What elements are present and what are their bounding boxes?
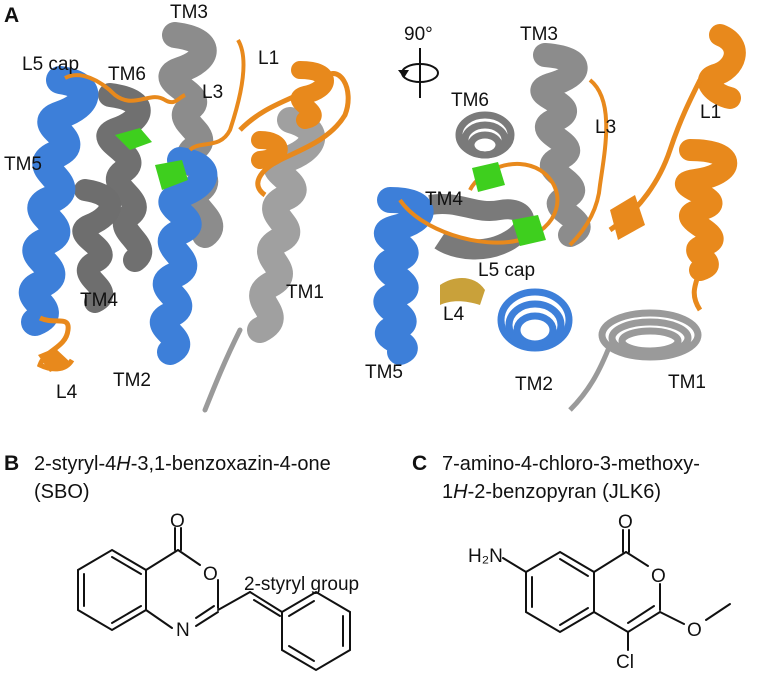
sbo-atom-n-ring: N — [176, 620, 190, 641]
label-tm3-left: TM3 — [170, 2, 208, 23]
label-tm2-right: TM2 — [515, 374, 553, 395]
helix-tm1-top — [598, 309, 702, 361]
label-tm4-right: TM4 — [425, 189, 463, 210]
rotation-angle: 90° — [404, 24, 433, 45]
jlk6-structure: H₂N O O O Cl — [468, 512, 731, 673]
label-l4-left: L4 — [56, 382, 78, 403]
loop-l5-cap — [64, 73, 186, 105]
loop-l4-sheet — [38, 348, 70, 372]
jlk6-atom-o-ring: O — [651, 566, 666, 587]
helix-tm6 — [96, 83, 152, 272]
label-tm6-left: TM6 — [108, 64, 146, 85]
helix-tm2 — [149, 147, 218, 365]
label-l5-cap-right: L5 cap — [478, 260, 535, 281]
jlk6-name-line2: 1H-2-benzopyran (JLK6) — [442, 481, 661, 503]
tm1-top-tail — [568, 344, 613, 412]
ligand-residue-1 — [115, 128, 152, 150]
label-tm4-left: TM4 — [80, 290, 118, 311]
loop-l1-sheet — [610, 195, 645, 240]
label-tm5-left: TM5 — [4, 154, 42, 175]
ligand-residue-top-1 — [472, 162, 505, 192]
right-view-labels: 90° TM3 TM6 L1 L3 TM4 L5 cap L4 TM5 TM2 … — [365, 24, 721, 395]
loop-l4-top — [440, 278, 485, 305]
loop-l1-helix — [251, 61, 334, 169]
label-l3-left: L3 — [202, 82, 223, 103]
jlk6-atom-cl: Cl — [616, 652, 634, 673]
loop-l3-top — [568, 78, 609, 247]
helix-tm5 — [18, 66, 99, 336]
label-tm1-right: TM1 — [668, 372, 706, 393]
panel-label-c: C — [412, 452, 427, 475]
label-l1-left: L1 — [258, 48, 279, 69]
label-l4-right: L4 — [443, 304, 465, 325]
label-tm5-right: TM5 — [365, 362, 403, 383]
ligand-residue-top-2 — [512, 215, 546, 246]
jlk6-atom-o-carbonyl: O — [618, 512, 633, 533]
label-tm3-right: TM3 — [520, 24, 558, 45]
protein-side-view — [18, 22, 351, 413]
jlk6-name-line1: 7-amino-4-chloro-3-methoxy- — [442, 453, 700, 475]
protein-top-view — [373, 24, 746, 412]
sbo-atom-o-ring: O — [203, 564, 218, 585]
helix-tm5-top — [373, 187, 434, 365]
panel-label-a: A — [4, 4, 19, 27]
helix-tm2-top — [497, 288, 573, 352]
helix-tm6-top — [455, 111, 515, 159]
jlk6-atom-o-methoxy: O — [687, 620, 702, 641]
jlk6-amine: H₂N — [468, 546, 503, 567]
loop-l5-cap-top — [398, 161, 560, 245]
tm1-tail — [202, 327, 243, 413]
styryl-group-label: 2-styryl group — [244, 574, 359, 595]
panel-c-caption: 7-amino-4-chloro-3-methoxy- 1H-2-benzopy… — [442, 453, 700, 503]
helix-tm3-top — [530, 43, 591, 247]
label-l5-cap-left: L5 cap — [22, 54, 79, 75]
label-l1-right: L1 — [700, 102, 721, 123]
label-l3-right: L3 — [595, 117, 616, 138]
sbo-structure: O O N 2-styryl group — [77, 511, 359, 672]
loop-l3 — [188, 38, 246, 152]
panel-b-caption: 2-styryl-4H-3,1-benzoxazin-4-one (SBO) — [34, 453, 331, 503]
loop-l1-top — [675, 24, 746, 281]
sbo-atom-o-carbonyl: O — [170, 511, 185, 532]
sbo-name-line1: 2-styryl-4H-3,1-benzoxazin-4-one — [34, 453, 331, 475]
left-view-labels: TM3 L5 cap TM6 L1 L3 TM5 TM4 TM1 TM2 L4 — [4, 2, 324, 403]
label-tm2-left: TM2 — [113, 370, 151, 391]
helix-tm4-top — [428, 194, 535, 260]
panel-label-b: B — [4, 452, 19, 475]
sbo-name-line2: (SBO) — [34, 481, 90, 503]
ligand-residue-2 — [155, 160, 188, 190]
label-tm1-left: TM1 — [286, 282, 324, 303]
rotation-icon — [398, 48, 439, 98]
helix-tm4 — [72, 179, 121, 313]
label-tm6-right: TM6 — [451, 90, 489, 111]
